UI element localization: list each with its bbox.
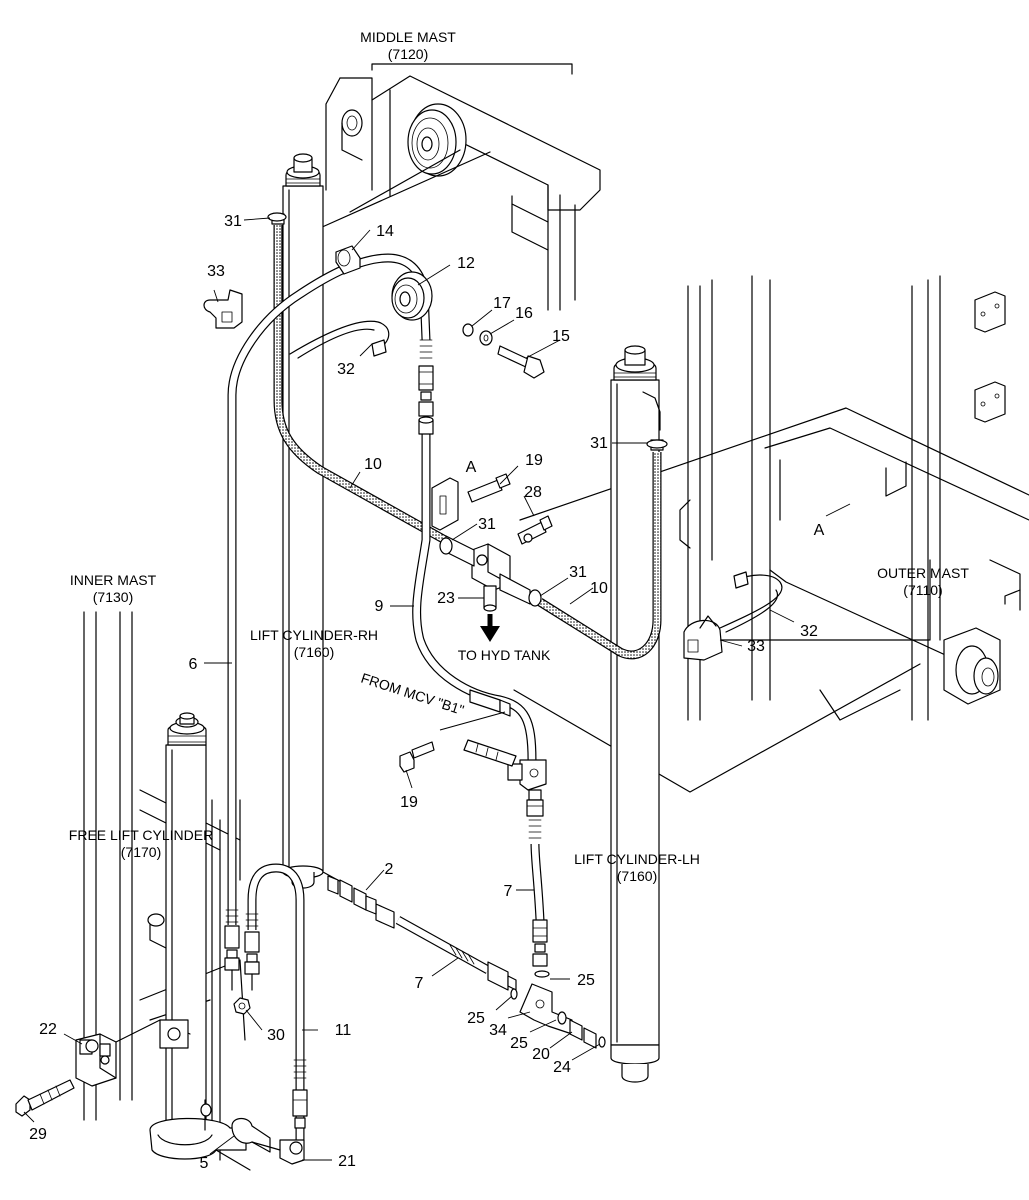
callout-28: 28 — [524, 484, 542, 501]
hose-9-bracket — [399, 689, 517, 773]
clip-33-right — [683, 615, 723, 661]
callout-32: 32 — [800, 623, 818, 640]
callout-17: 17 — [493, 295, 511, 312]
hose-7-diagonal — [375, 903, 517, 991]
hose-7-vertical — [526, 789, 548, 967]
middle-mast-drawing — [319, 63, 601, 311]
callout-34: 34 — [489, 1022, 507, 1039]
callout-9: 9 — [375, 598, 384, 615]
label-free-lift-cylinder-code: (7170) — [121, 844, 161, 860]
lift-cylinder-lh-drawing — [610, 345, 661, 1083]
label-inner-mast-code: (7130) — [93, 589, 133, 605]
callout-10: 10 — [590, 580, 608, 597]
callout-7: 7 — [504, 883, 513, 900]
hose-6-fittings — [224, 909, 253, 991]
callout-16: 16 — [515, 305, 533, 322]
callout-10: 10 — [364, 456, 382, 473]
part-callouts: 31 14 12 33 17 16 15 32 10 19 28 31 31 3… — [29, 213, 818, 1172]
pin-14 — [335, 245, 361, 275]
label-lift-cylinder-rh: LIFT CYLINDER-RH — [250, 627, 378, 643]
label-outer-mast-code: (7110) — [903, 582, 942, 598]
bolt-15 — [497, 345, 545, 379]
callout-33: 33 — [747, 638, 765, 655]
hose-9 — [412, 416, 537, 761]
lift-cylinder-rh-drawing — [282, 153, 324, 889]
callout-19: 19 — [525, 452, 543, 469]
tee-23-block — [445, 535, 531, 642]
sheave-12 — [391, 271, 433, 321]
callout-31: 31 — [590, 435, 608, 452]
callout-33: 33 — [207, 263, 225, 280]
label-view-a-left: A — [466, 459, 477, 476]
callout-24: 24 — [553, 1059, 571, 1076]
cable-tie-32-left — [289, 320, 390, 359]
callout-20: 20 — [532, 1046, 550, 1063]
label-view-a-right: A — [814, 522, 825, 539]
callout-12: 12 — [457, 255, 475, 272]
label-lift-cylinder-lh: LIFT CYLINDER-LH — [574, 851, 700, 867]
callout-30: 30 — [267, 1027, 285, 1044]
elbow-fitting — [507, 759, 547, 791]
callout-7: 7 — [415, 975, 424, 992]
callout-22: 22 — [39, 1021, 57, 1038]
callout-5: 5 — [200, 1155, 209, 1172]
callout-23: 23 — [437, 590, 455, 607]
label-outer-mast: OUTER MAST — [877, 565, 969, 581]
callout-25: 25 — [577, 972, 595, 989]
callout-25: 25 — [467, 1010, 485, 1027]
callout-15: 15 — [552, 328, 570, 345]
leader-lines — [23, 217, 851, 1161]
elbow-21 — [231, 1117, 305, 1165]
callout-21: 21 — [338, 1153, 356, 1170]
clamp-31-set — [267, 212, 668, 607]
callout-11: 11 — [335, 1022, 352, 1039]
washer-16 — [479, 330, 493, 346]
callout-2: 2 — [385, 861, 394, 878]
cable-tie-32-right — [719, 571, 783, 633]
tee-fitting-34 — [510, 970, 606, 1049]
callout-31: 31 — [224, 213, 242, 230]
label-lift-cylinder-lh-code: (7160) — [617, 868, 657, 884]
callout-29: 29 — [29, 1126, 47, 1143]
outer-mast-drawing — [513, 275, 1029, 793]
callout-14: 14 — [376, 223, 394, 240]
label-inner-mast: INNER MAST — [70, 572, 157, 588]
label-lift-cylinder-rh-code: (7160) — [294, 644, 334, 660]
label-middle-mast-code: (7120) — [388, 46, 428, 62]
callout-25: 25 — [510, 1035, 528, 1052]
washer-17 — [462, 323, 474, 337]
hose-6 — [227, 253, 434, 925]
label-free-lift-cylinder: FREE LIFT CYLINDER — [69, 827, 213, 843]
clip-33-left — [203, 289, 243, 329]
callout-32: 32 — [337, 361, 355, 378]
label-to-hyd-tank: TO HYD TANK — [458, 647, 551, 663]
label-middle-mast: MIDDLE MAST — [360, 29, 456, 45]
callout-19: 19 — [400, 794, 418, 811]
fitting-2 — [322, 871, 377, 915]
callout-31: 31 — [569, 564, 587, 581]
inner-mast-drawing — [15, 611, 257, 1171]
callout-31: 31 — [478, 516, 496, 533]
hose-11 — [244, 863, 308, 1140]
callout-6: 6 — [189, 656, 198, 673]
